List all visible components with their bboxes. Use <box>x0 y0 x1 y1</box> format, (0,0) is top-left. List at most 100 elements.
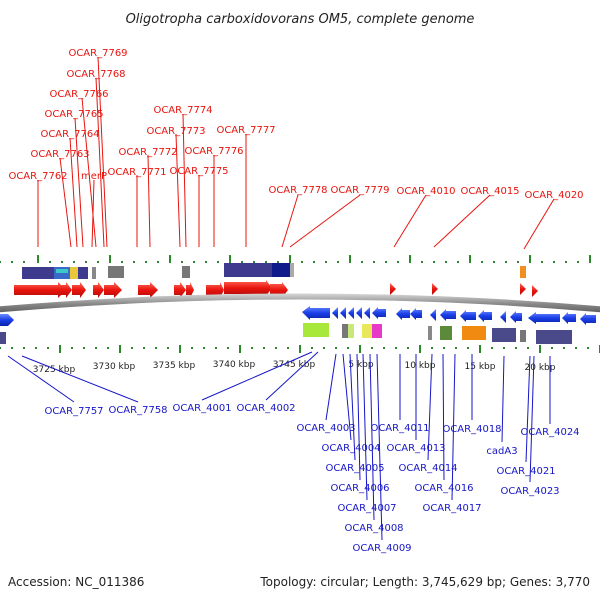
gene-label-bottom[interactable]: OCAR_4005 <box>325 463 384 474</box>
gene-label-bottom[interactable]: OCAR_4008 <box>344 523 403 534</box>
feature-box <box>303 323 329 337</box>
feature-box <box>492 328 516 342</box>
feature-box <box>78 267 88 279</box>
gene-arrow <box>364 307 370 319</box>
feature-box <box>372 324 382 338</box>
feature-box <box>520 330 526 342</box>
gene-label-top[interactable]: merP <box>81 171 107 182</box>
feature-box <box>108 266 124 278</box>
gene-label-top[interactable]: OCAR_7778 <box>268 185 327 196</box>
gene-arrow <box>532 285 538 297</box>
feature-box <box>362 324 372 338</box>
gene-label-bottom[interactable]: OCAR_4023 <box>500 486 559 497</box>
gene-label-bottom[interactable]: OCAR_4003 <box>296 423 355 434</box>
feature-box <box>92 267 96 279</box>
gene-label-bottom[interactable]: OCAR_7757 <box>44 406 103 417</box>
gene-label-top[interactable]: OCAR_7769 <box>68 48 127 59</box>
feature-box <box>272 263 290 277</box>
gene-label-bottom[interactable]: OCAR_4009 <box>352 543 411 554</box>
gene-arrow <box>138 282 158 298</box>
scale-label: 5 kbp <box>348 360 374 370</box>
gene-arrow <box>500 311 506 323</box>
feature-box <box>182 266 190 278</box>
top-tick-track <box>0 255 591 263</box>
feature-box <box>224 263 272 277</box>
gene-label-top[interactable]: OCAR_7765 <box>44 109 103 120</box>
gene-arrow <box>58 282 72 298</box>
gene-label-top[interactable]: OCAR_4010 <box>396 186 455 197</box>
gene-arrow <box>224 280 272 296</box>
scale-labels: 3725 kbp 3730 kbp 3735 kbp 3740 kbp 3745… <box>33 360 556 375</box>
scale-label: 3725 kbp <box>33 365 76 375</box>
gene-label-bottom[interactable]: OCAR_7758 <box>108 405 167 416</box>
gene-label-bottom[interactable]: OCAR_4024 <box>520 427 579 438</box>
gene-label-bottom[interactable]: OCAR_4001 <box>172 403 231 414</box>
gene-label-top[interactable]: OCAR_4020 <box>524 190 583 201</box>
bottom-leader-lines <box>7 351 551 541</box>
gene-label-top[interactable]: OCAR_7777 <box>216 125 275 136</box>
gene-label-top[interactable]: OCAR_7764 <box>40 129 99 140</box>
scale-label: 3745 kbp <box>273 360 316 370</box>
gene-label-top[interactable]: OCAR_4015 <box>460 186 519 197</box>
feature-box <box>428 326 432 340</box>
scale-label: 15 kbp <box>465 362 496 372</box>
gene-label-bottom[interactable]: OCAR_4007 <box>337 503 396 514</box>
genome-backbone <box>0 293 600 313</box>
gene-arrow <box>174 282 186 298</box>
gene-arrow <box>186 282 194 298</box>
gene-label-top[interactable]: OCAR_7763 <box>30 149 89 160</box>
map-title: Oligotropha carboxidovorans OM5, complet… <box>126 12 475 27</box>
gene-label-bottom[interactable]: OCAR_4013 <box>386 443 445 454</box>
gene-label-bottom[interactable]: cadA3 <box>486 446 517 457</box>
gene-label-top[interactable]: OCAR_7772 <box>118 147 177 158</box>
gene-label-top[interactable]: OCAR_7775 <box>169 166 228 177</box>
gene-label-top[interactable]: OCAR_7779 <box>330 185 389 196</box>
top-feature-track <box>22 263 526 279</box>
feature-box <box>290 263 294 277</box>
gene-arrow <box>93 282 104 298</box>
reverse-gene-track <box>0 306 596 326</box>
feature-box <box>56 269 68 273</box>
gene-arrow <box>14 282 66 298</box>
feature-box <box>342 324 348 338</box>
gene-arrow <box>520 283 526 295</box>
gene-label-top[interactable]: OCAR_7773 <box>146 126 205 137</box>
gene-arrow <box>302 306 330 320</box>
gene-label-bottom[interactable]: OCAR_4002 <box>236 403 295 414</box>
gene-arrow <box>478 310 492 322</box>
gene-label-top[interactable]: OCAR_7776 <box>184 146 243 157</box>
bottom-tick-track <box>0 345 600 353</box>
gene-label-bottom[interactable]: OCAR_4014 <box>398 463 457 474</box>
gene-arrow <box>432 283 438 295</box>
gene-label-top[interactable]: OCAR_7771 <box>107 167 166 178</box>
top-leader-lines <box>37 56 555 250</box>
gene-arrow <box>460 310 476 322</box>
gene-label-top[interactable]: OCAR_7774 <box>153 105 212 116</box>
gene-arrow <box>440 309 456 321</box>
gene-label-bottom[interactable]: OCAR_4011 <box>370 423 429 434</box>
gene-arrow <box>332 307 338 319</box>
gene-arrow <box>430 309 436 321</box>
scale-label: 3735 kbp <box>153 361 196 371</box>
topology-summary: Topology: circular; Length: 3,745,629 bp… <box>259 575 590 589</box>
gene-label-top[interactable]: OCAR_7768 <box>66 69 125 80</box>
gene-label-bottom[interactable]: OCAR_4018 <box>442 424 501 435</box>
gene-label-bottom[interactable]: OCAR_4017 <box>422 503 481 514</box>
gene-label-bottom[interactable]: OCAR_4016 <box>414 483 473 494</box>
bottom-feature-track <box>0 323 572 344</box>
bottom-gene-labels: OCAR_7757 OCAR_7758 OCAR_4001 OCAR_4002 … <box>44 403 579 554</box>
gene-label-bottom[interactable]: OCAR_4021 <box>496 466 555 477</box>
feature-box <box>22 267 54 279</box>
gene-label-bottom[interactable]: OCAR_4004 <box>321 443 380 454</box>
gene-arrow <box>72 282 86 298</box>
gene-label-bottom[interactable]: OCAR_4006 <box>330 483 389 494</box>
top-gene-labels: OCAR_7769 OCAR_7768 OCAR_7766 OCAR_7765 … <box>8 48 583 201</box>
gene-label-top[interactable]: OCAR_7762 <box>8 171 67 182</box>
gene-label-top[interactable]: OCAR_7766 <box>49 89 108 100</box>
gene-arrow <box>390 283 396 295</box>
gene-arrow <box>562 312 576 324</box>
gene-arrow <box>510 311 522 323</box>
gene-arrow <box>396 308 410 320</box>
feature-box <box>348 324 354 338</box>
